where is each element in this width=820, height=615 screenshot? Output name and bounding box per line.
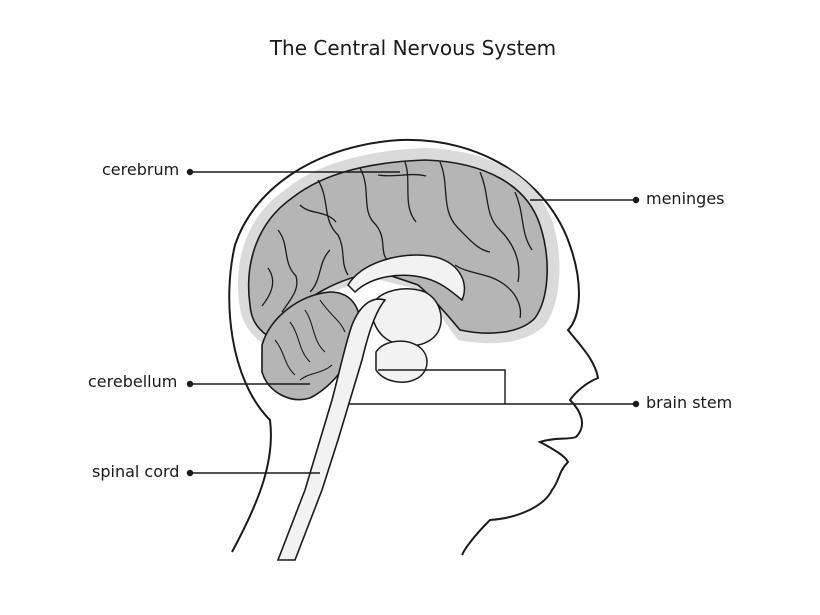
leader-lines <box>190 171 636 474</box>
cerebellum-folds <box>274 299 346 381</box>
label-meninges: meninges <box>646 189 725 208</box>
leader-dots <box>186 168 640 477</box>
head-outline <box>228 138 600 556</box>
brainstem-spinal-cord <box>276 298 387 561</box>
label-cerebrum: cerebrum <box>102 160 180 179</box>
cerebrum-folds <box>261 161 533 319</box>
thalamus <box>370 288 442 347</box>
label-cerebellum: cerebellum <box>88 372 178 391</box>
label-brain-stem: brain stem <box>646 393 733 412</box>
corpus-callosum <box>347 254 466 302</box>
pons <box>375 340 428 383</box>
label-spinal-cord: spinal cord <box>92 462 180 481</box>
cerebrum-shape <box>247 159 548 338</box>
diagram-title: The Central Nervous System <box>269 36 557 60</box>
